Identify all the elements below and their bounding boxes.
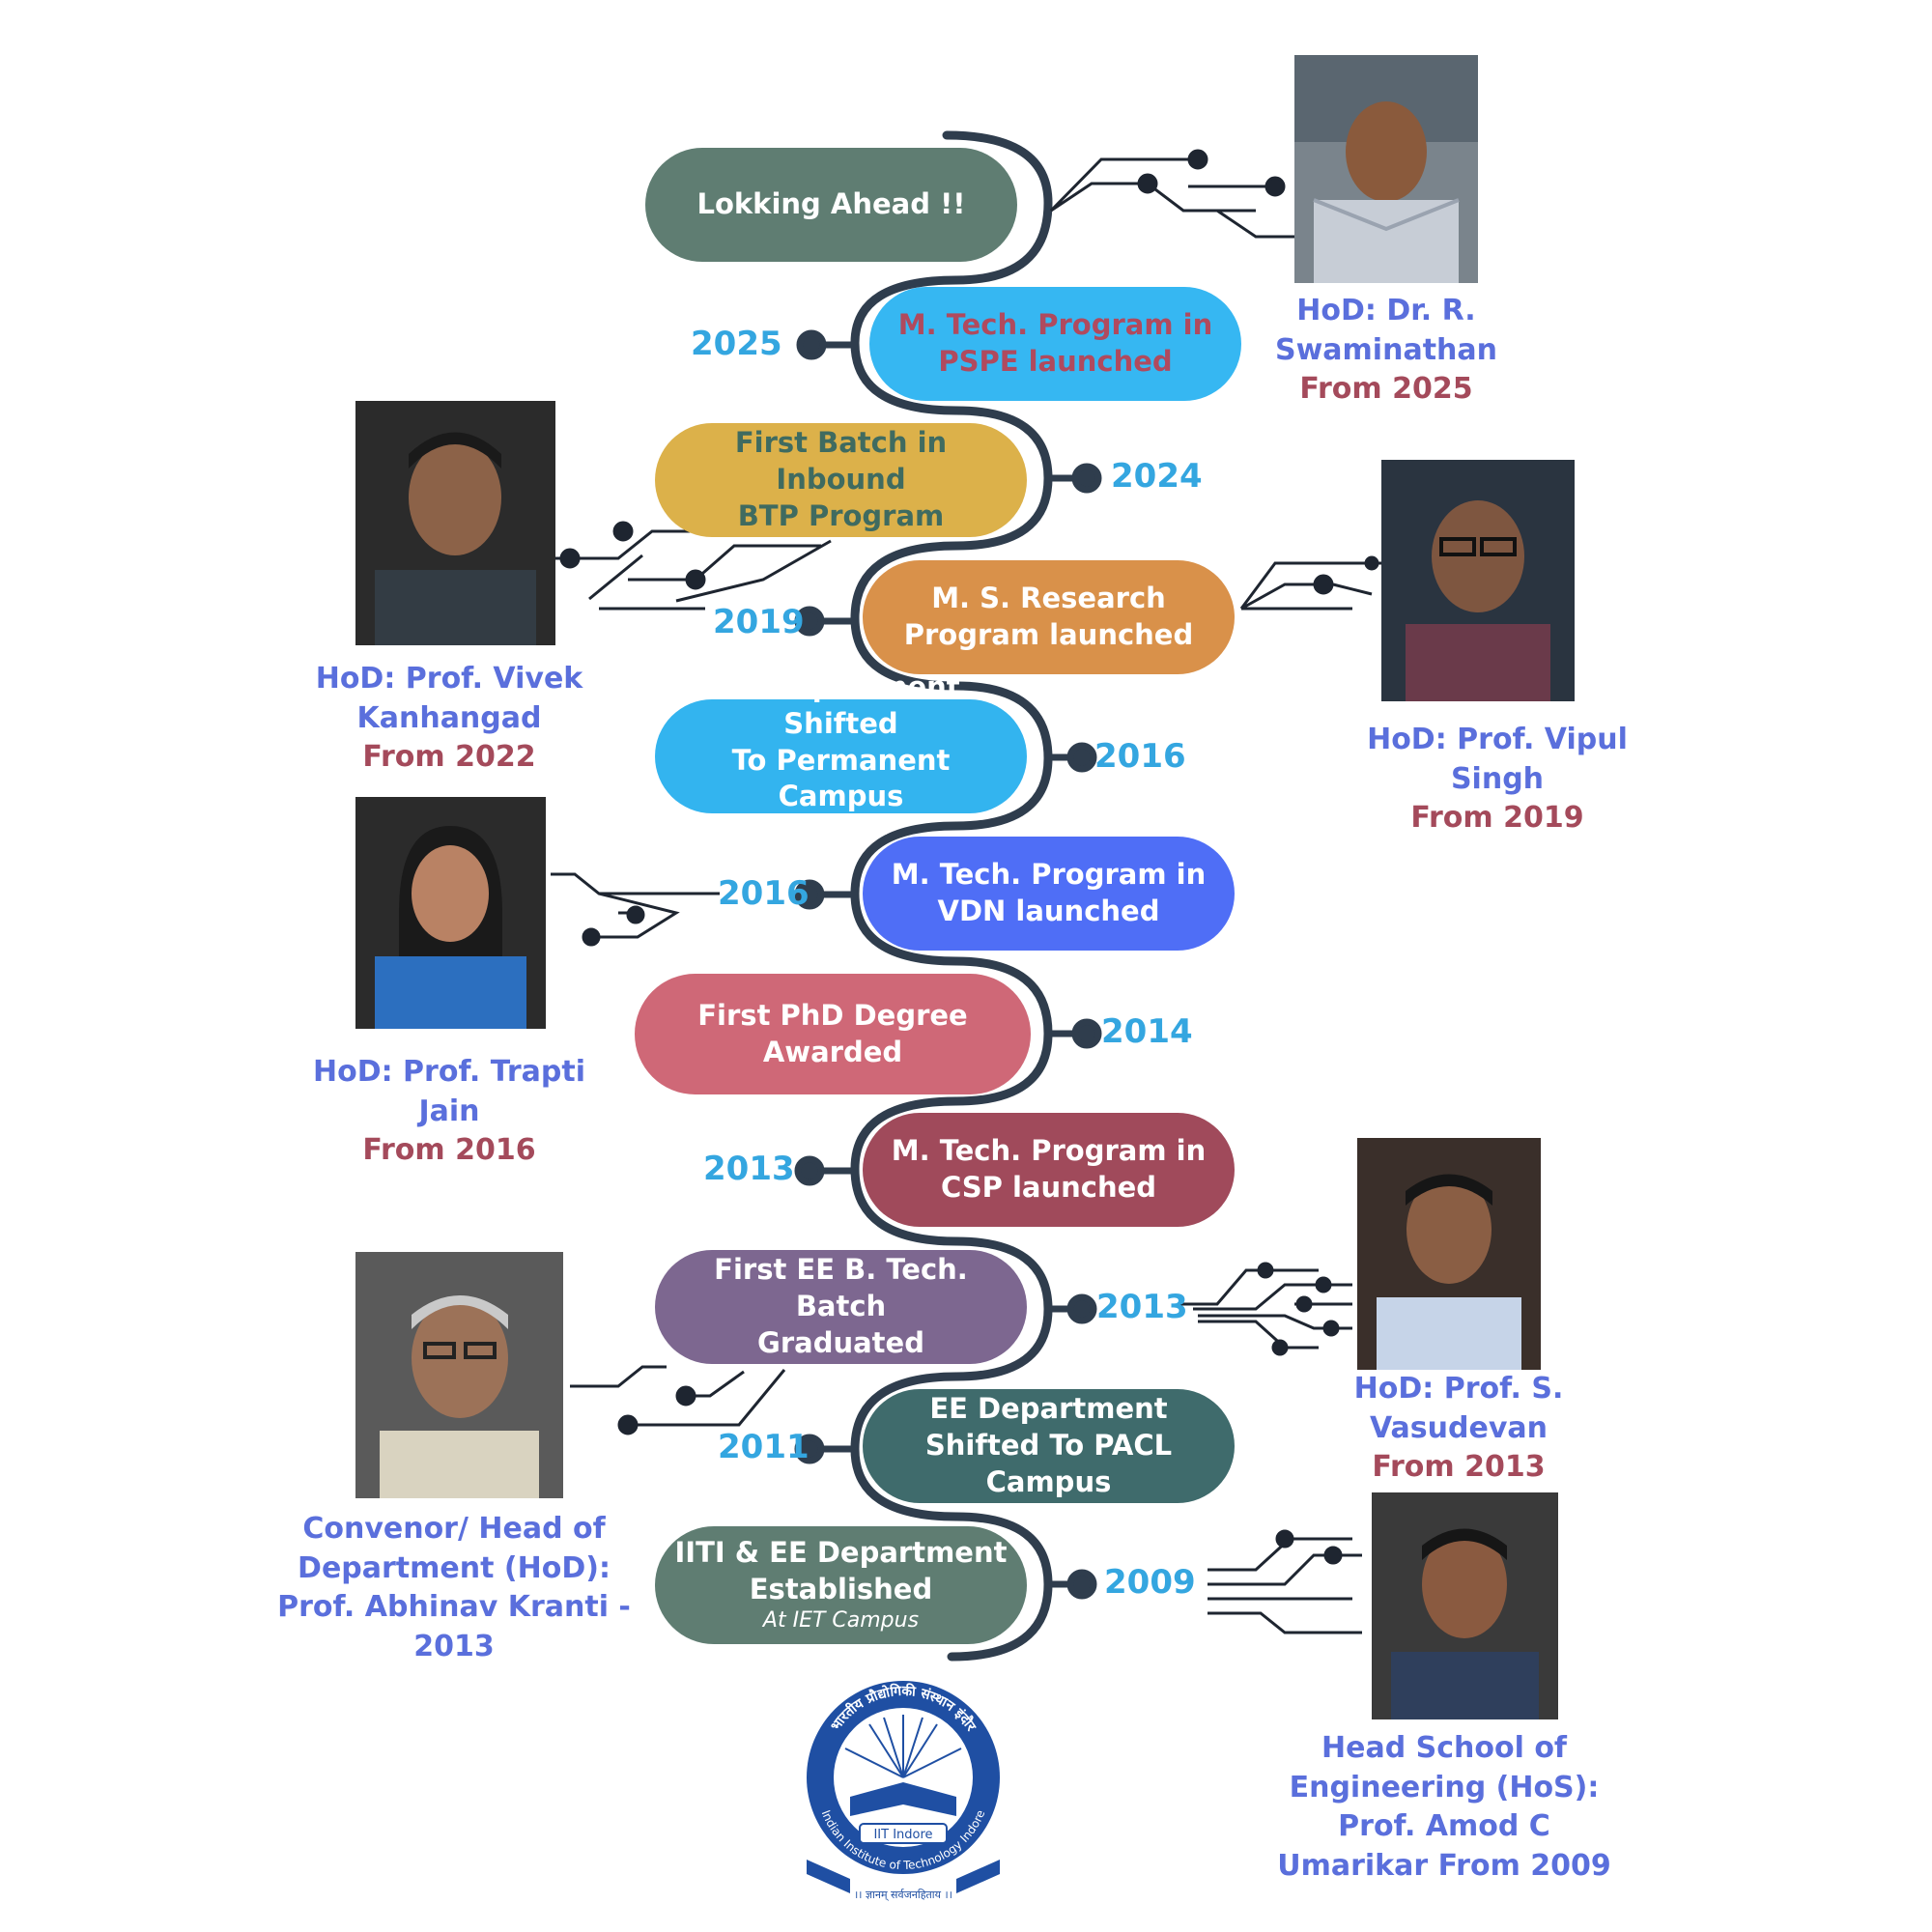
year-label: 2011 [718, 1428, 810, 1466]
hod-name: Kanhangad [356, 700, 542, 735]
hod-caption: Convenor/ Head of Department (HoD): Prof… [246, 1510, 662, 1666]
milestone-pill: First Batch in Inbound BTP Program [655, 423, 1027, 537]
portrait-photo-abhinav-kranti [355, 1252, 563, 1498]
year-label: 2019 [713, 603, 805, 641]
hod-role: Convenor/ Head of [302, 1512, 606, 1546]
year-connector [794, 606, 855, 637]
portrait-photo-amod-umarikar [1372, 1492, 1558, 1719]
circuit-trace [1208, 1529, 1362, 1634]
milestone-text: First EE B. Tech. Batch Graduated [714, 1253, 968, 1359]
hod-name: Swaminathan [1274, 332, 1497, 367]
year-label: 2025 [691, 325, 782, 363]
milestone-text: IITI & EE Department Established [674, 1536, 1008, 1605]
milestone-text: Lokking Ahead !! [696, 187, 966, 221]
circuit-trace [1239, 555, 1386, 611]
year-connector [794, 879, 855, 910]
milestone-pill: EE Department Shifted To Permanent Campu… [655, 670, 1027, 840]
portrait-photo-trapti-jain [355, 797, 546, 1029]
milestone-pill: First PhD Degree Awarded [635, 974, 1031, 1094]
hod-role: HoD: Prof. Vipul [1367, 723, 1628, 756]
hod-from: From 2025 [1299, 372, 1473, 406]
hod-caption: HoD: Prof. Trapti Jain From 2016 [309, 1053, 589, 1171]
hod-caption: HoD: Prof. S. Vasudevan From 2013 [1323, 1370, 1594, 1488]
circuit-trace [1179, 1262, 1352, 1356]
year-connector [796, 329, 855, 360]
milestone-text: M. S. Research Program launched [903, 582, 1194, 651]
milestone-pill: First EE B. Tech. Batch Graduated [655, 1250, 1027, 1364]
milestone-text: M. Tech. Program in VDN launched [891, 858, 1207, 927]
hod-from: From 2019 [1410, 801, 1584, 835]
milestone-text: First PhD Degree Awarded [697, 998, 968, 1068]
hod-role: HoD: Prof. S. [1353, 1372, 1564, 1406]
hod-from: From 2022 [362, 740, 536, 774]
hod-name: Jain [418, 1094, 480, 1128]
year-label: 2024 [1111, 457, 1203, 496]
hod-name: Engineering (HoS): Prof. Amod C Umarikar… [1277, 1770, 1611, 1883]
hod-role: Head School of [1321, 1731, 1567, 1765]
hod-caption: HoD: Prof. Vipul Singh From 2019 [1352, 721, 1642, 838]
circuit-trace [1049, 149, 1299, 239]
year-label: 2016 [1094, 737, 1186, 776]
year-connector [1048, 463, 1102, 494]
hod-from: From 2013 [1372, 1450, 1546, 1484]
circuit-trace [551, 521, 832, 611]
hod-from: From 2016 [362, 1133, 536, 1167]
milestone-pill: M. Tech. Program in PSPE launched [869, 287, 1241, 401]
milestone-pill: M. Tech. Program in VDN launched [863, 837, 1235, 951]
year-label: 2016 [718, 874, 810, 913]
circuit-trace [570, 1365, 786, 1435]
logo-badge-text: IIT Indore [873, 1828, 932, 1842]
portrait-photo-swaminathan [1294, 55, 1478, 283]
year-label: 2009 [1104, 1563, 1196, 1602]
hod-caption: HoD: Dr. R. Swaminathan From 2025 [1256, 292, 1517, 410]
year-connector [1048, 1569, 1097, 1600]
milestone-subtext: At IET Campus [762, 1608, 920, 1634]
milestone-text: EE Department Shifted To Permanent Campu… [722, 670, 960, 813]
hod-name: Singh [1450, 761, 1545, 796]
year-label: 2014 [1101, 1012, 1193, 1051]
portrait-photo-vasudevan [1357, 1138, 1541, 1370]
portrait-photo-vipul-singh [1381, 460, 1575, 701]
year-connector [1048, 1293, 1097, 1324]
year-label: 2013 [703, 1150, 795, 1188]
milestone-text: M. Tech. Program in CSP launched [891, 1134, 1207, 1204]
circuit-trace [551, 872, 720, 947]
milestone-subtext: At Simrol [792, 816, 890, 841]
milestone-pill: EE Department Shifted To PACL Campus [863, 1389, 1235, 1503]
milestone-text: First Batch in Inbound BTP Program [734, 426, 948, 532]
logo-motto: ।। ज्ञानम् सर्वजनहिताय ।। [854, 1889, 952, 1901]
milestone-text: M. Tech. Program in PSPE launched [897, 308, 1213, 378]
hod-name: Vasudevan [1369, 1410, 1548, 1445]
iit-indore-logo: भारतीय प्रौद्योगिकी संस्थान इंदौर Indian… [807, 1681, 1000, 1901]
hod-role: HoD: Prof. Vivek [315, 662, 583, 696]
year-connector [794, 1434, 855, 1464]
milestone-pill: M. Tech. Program in CSP launched [863, 1113, 1235, 1227]
milestone-text: EE Department Shifted To PACL Campus [924, 1392, 1173, 1498]
year-connector [1048, 742, 1097, 773]
hod-role: HoD: Prof. Trapti [312, 1055, 585, 1089]
milestone-pill: M. S. Research Program launched [863, 560, 1235, 674]
year-connector [794, 1155, 855, 1186]
hod-name: Department (HoD): Prof. Abhinav Kranti -… [277, 1550, 631, 1663]
milestone-pill: IITI & EE Department Established At IET … [655, 1526, 1027, 1644]
year-connector [1048, 1018, 1102, 1049]
hod-caption: HoD: Prof. Vivek Kanhangad From 2022 [309, 660, 589, 778]
hod-caption: Head School of Engineering (HoS): Prof. … [1275, 1729, 1613, 1886]
portrait-photo-kanhangad [355, 401, 555, 645]
year-label: 2013 [1096, 1288, 1188, 1326]
hod-role: HoD: Dr. R. [1296, 294, 1476, 327]
milestone-pill: Lokking Ahead !! [645, 148, 1017, 262]
